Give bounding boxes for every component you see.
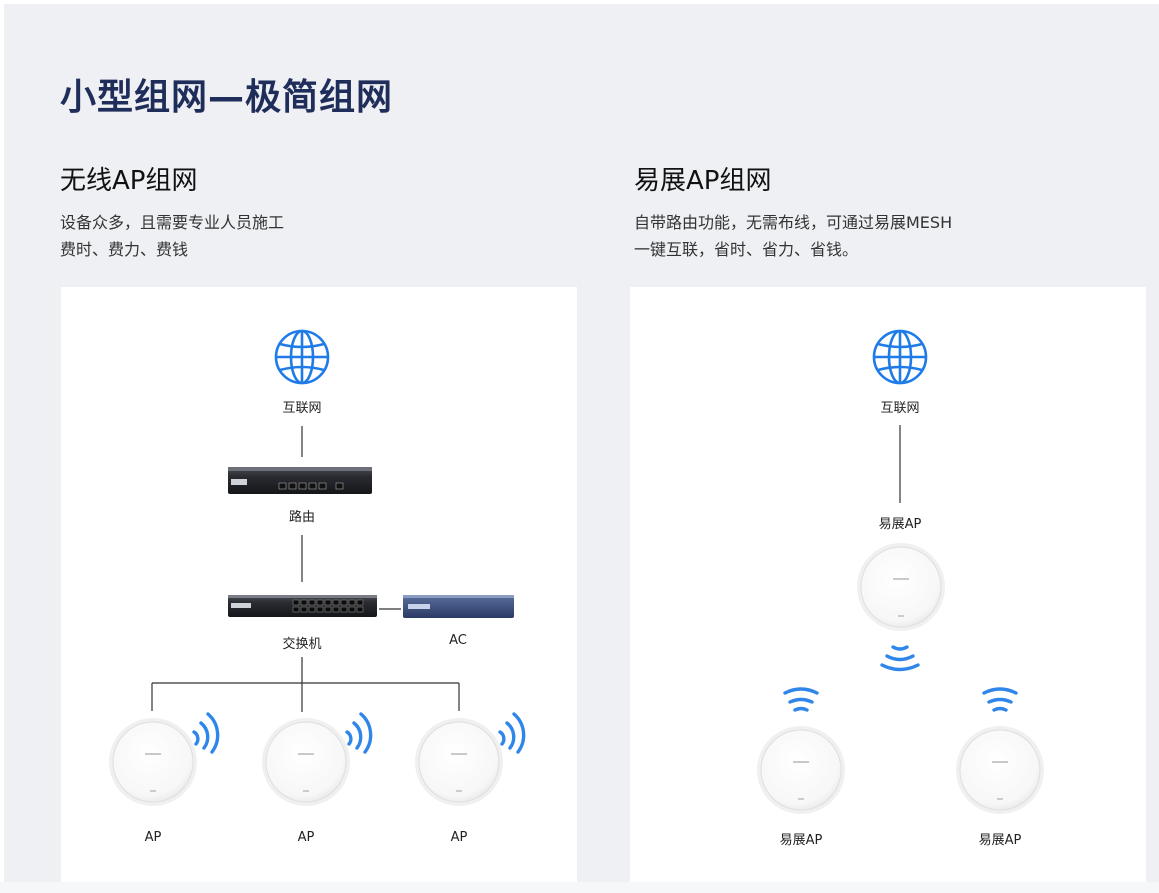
switch-device — [228, 595, 377, 617]
switch-label: 交换机 — [282, 637, 322, 652]
ap-1 — [109, 718, 197, 806]
mesh-ap-2 — [956, 726, 1044, 814]
globe-icon — [872, 329, 928, 385]
internet-label: 互联网 — [282, 401, 322, 416]
wifi-signal-icon — [982, 687, 1018, 712]
mesh-ap-label: 易展AP — [978, 833, 1022, 848]
wifi-signal-icon — [783, 687, 819, 712]
internet-label: 互联网 — [880, 401, 920, 416]
right-section-title: 易展AP组网 — [634, 166, 772, 196]
router-device — [228, 467, 372, 494]
right-desc-line-2: 一键互联，省时、省力、省钱。 — [634, 240, 859, 259]
wifi-signal-icon — [192, 712, 220, 754]
left-section-title: 无线AP组网 — [60, 166, 198, 196]
page-title: 小型组网—极简组网 — [60, 77, 394, 118]
router-label: 路由 — [288, 510, 316, 525]
right-diagram — [757, 329, 1044, 814]
left-desc-line-2: 费时、费力、费钱 — [60, 240, 189, 259]
mesh-ap-1 — [757, 726, 845, 814]
ac-device — [403, 595, 514, 618]
ap-3 — [415, 718, 503, 806]
bottom-strip — [0, 882, 1159, 893]
mesh-ap-main — [857, 543, 945, 631]
wifi-signal-icon — [498, 712, 526, 754]
left-section-desc: 设备众多，且需要专业人员施工 费时、费力、费钱 — [60, 209, 284, 263]
ap-label: AP — [144, 830, 162, 845]
left-desc-line-1: 设备众多，且需要专业人员施工 — [60, 213, 285, 232]
ac-label: AC — [449, 633, 467, 648]
ap-2 — [262, 718, 350, 806]
wifi-signal-icon — [880, 645, 920, 672]
connector-lines — [151, 426, 460, 712]
left-diagram-panel: 互联网 路由 交换机 AC AP AP AP — [61, 287, 577, 882]
wifi-signal-icon — [345, 712, 373, 754]
globe-icon — [274, 329, 330, 385]
mesh-ap-label: 易展AP — [779, 833, 823, 848]
ap-label: AP — [297, 830, 315, 845]
right-section-desc: 自带路由功能，无需布线，可通过易展MESH 一键互联，省时、省力、省钱。 — [634, 209, 952, 263]
mesh-ap-main-label: 易展AP — [878, 517, 922, 532]
right-desc-line-1: 自带路由功能，无需布线，可通过易展MESH — [634, 213, 953, 232]
right-diagram-panel: 互联网 易展AP 易展AP 易展AP — [630, 287, 1146, 882]
ap-label: AP — [450, 830, 468, 845]
left-diagram — [109, 329, 526, 806]
